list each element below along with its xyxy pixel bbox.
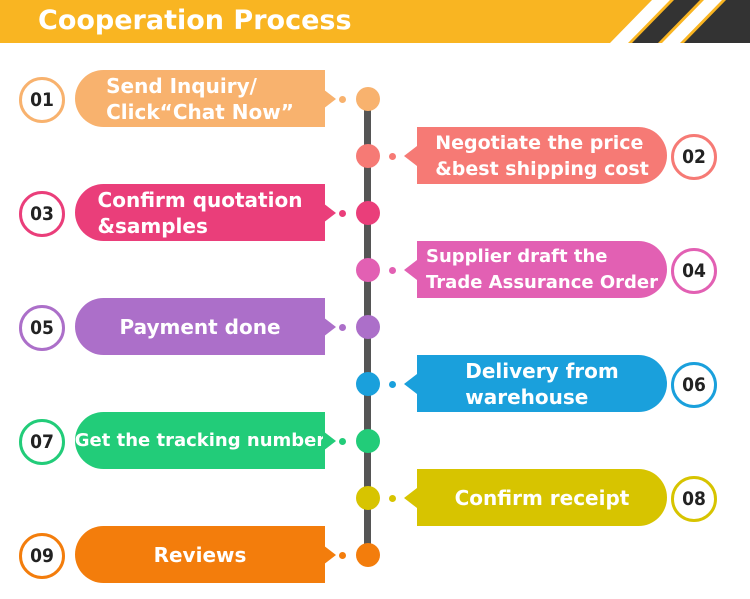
step-label-line: Reviews (153, 542, 247, 567)
timeline-node-icon (356, 429, 380, 453)
pointer-arrow-icon (323, 545, 336, 565)
step-label-line: Trade Assurance Order (426, 271, 658, 293)
step-label-pill: Confirm quotation&samples (75, 184, 325, 241)
step-number-badge: 01 (19, 77, 65, 123)
step-label-line: Supplier draft the (426, 245, 608, 267)
step-label-line: &best shipping cost (435, 157, 649, 180)
decorative-stripes-icon (610, 0, 750, 43)
header-banner: Cooperation Process (0, 0, 750, 43)
process-step-05: 05 Payment done (0, 298, 750, 358)
step-label-line: Delivery from (465, 358, 619, 383)
step-label-line: Get the tracking number (75, 429, 325, 451)
pointer-arrow-icon (404, 488, 417, 508)
step-label-line: Confirm receipt (454, 485, 630, 510)
step-label-line: &samples (97, 213, 208, 238)
pointer-arrow-icon (404, 374, 417, 394)
process-step-09: 09 Reviews (0, 526, 750, 586)
step-number-badge: 08 (671, 476, 717, 522)
page-title: Cooperation Process (38, 5, 352, 36)
step-label-pill: Payment done (75, 298, 325, 355)
step-number-badge: 07 (19, 419, 65, 465)
pointer-arrow-icon (323, 431, 336, 451)
pointer-arrow-icon (404, 260, 417, 280)
connector-dot-icon (389, 267, 396, 274)
step-number-badge: 03 (19, 191, 65, 237)
timeline-node-icon (356, 372, 380, 396)
step-label-line: Send Inquiry/ (106, 73, 257, 98)
step-label-pill: Send Inquiry/Click“Chat Now” (75, 70, 325, 127)
step-label-line: Confirm quotation (97, 187, 303, 212)
connector-dot-icon (339, 210, 346, 217)
step-number-badge: 02 (671, 134, 717, 180)
step-label-pill: Confirm receipt (417, 469, 667, 526)
timeline-node-icon (356, 486, 380, 510)
connector-dot-icon (339, 96, 346, 103)
connector-dot-icon (339, 438, 346, 445)
pointer-arrow-icon (404, 146, 417, 166)
timeline-node-icon (356, 201, 380, 225)
timeline-node-icon (356, 315, 380, 339)
step-label-pill: Reviews (75, 526, 325, 583)
step-label-line: Negotiate the price (435, 131, 644, 154)
connector-dot-icon (339, 552, 346, 559)
connector-dot-icon (389, 495, 396, 502)
timeline-node-icon (356, 144, 380, 168)
step-number-badge: 04 (671, 248, 717, 294)
pointer-arrow-icon (323, 89, 336, 109)
timeline-node-icon (356, 258, 380, 282)
connector-dot-icon (339, 324, 346, 331)
step-number-badge: 09 (19, 533, 65, 579)
pointer-arrow-icon (323, 317, 336, 337)
step-label-line: Payment done (119, 314, 281, 339)
step-label-pill: Negotiate the price&best shipping cost (417, 127, 667, 184)
connector-dot-icon (389, 153, 396, 160)
process-step-07: 07 Get the tracking number (0, 412, 750, 472)
step-label-line: Click“Chat Now” (106, 99, 294, 124)
timeline-node-icon (356, 543, 380, 567)
step-number-badge: 06 (671, 362, 717, 408)
step-label-pill: Get the tracking number (75, 412, 325, 469)
process-step-08: 08 Confirm receipt (0, 469, 750, 529)
step-label-line: warehouse (465, 384, 589, 409)
step-number-badge: 05 (19, 305, 65, 351)
timeline-node-icon (356, 87, 380, 111)
connector-dot-icon (389, 381, 396, 388)
pointer-arrow-icon (323, 203, 336, 223)
